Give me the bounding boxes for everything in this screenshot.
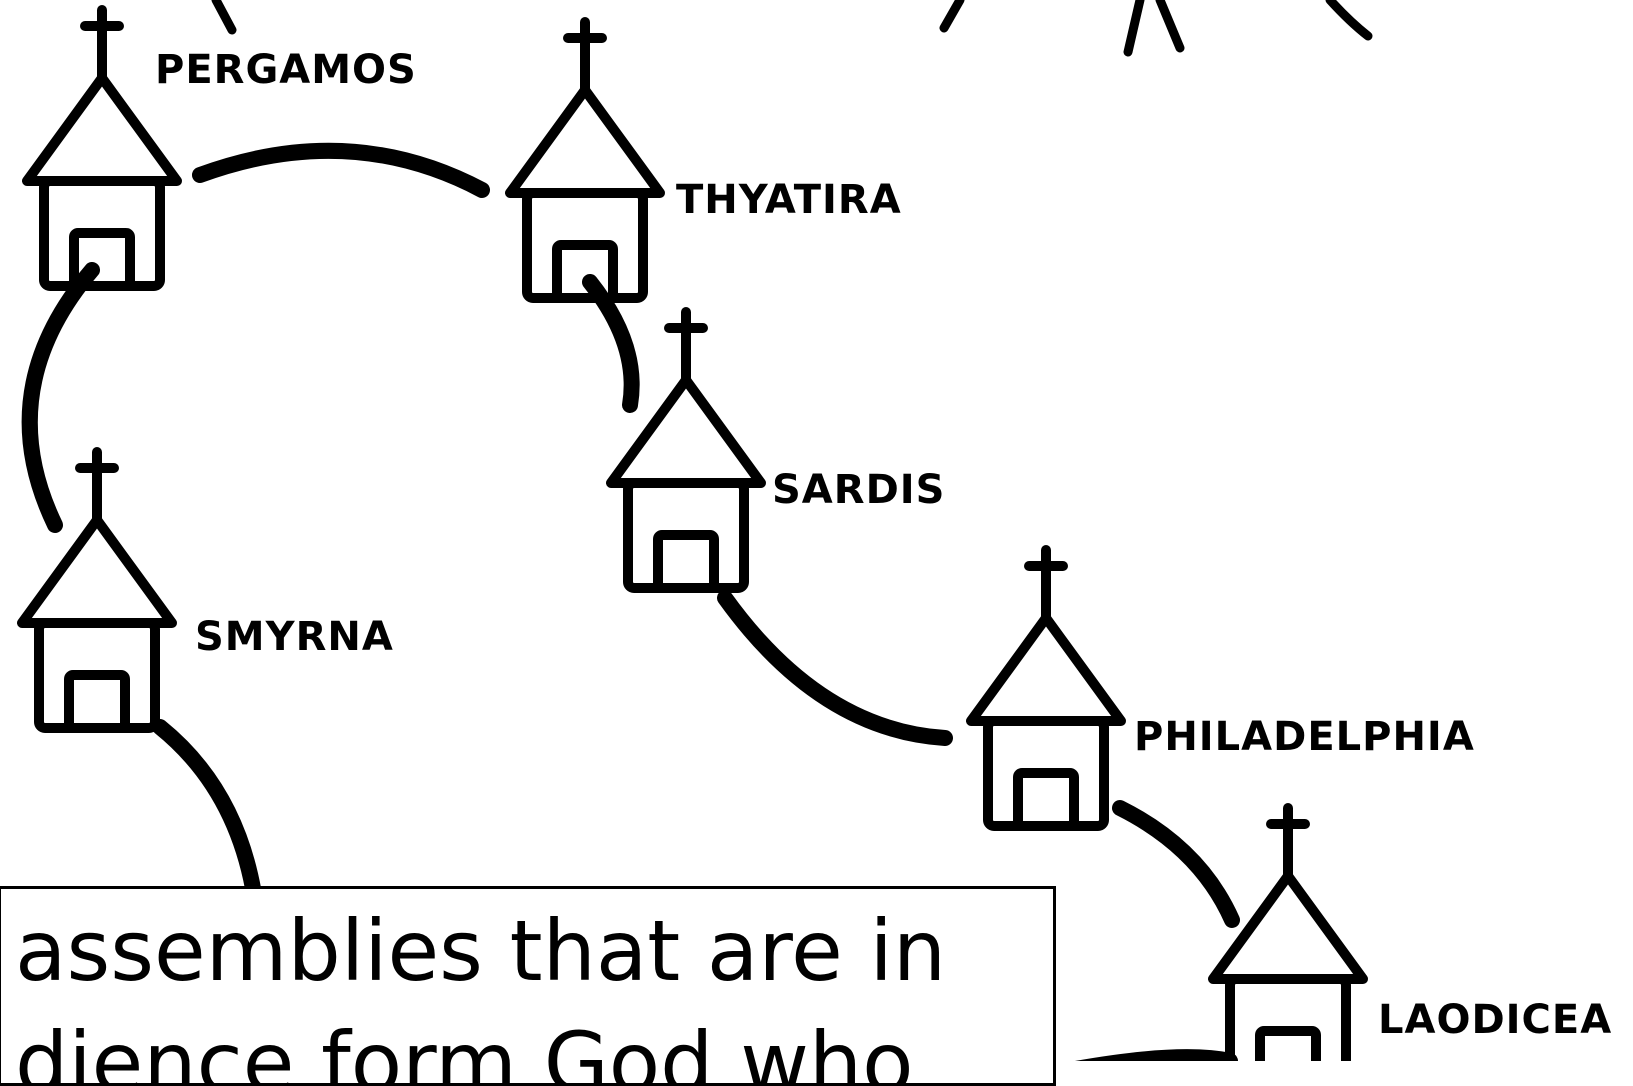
arc-laodicea-bottom xyxy=(1075,1049,1238,1061)
church-icon xyxy=(1213,808,1363,1061)
church-sardis: SARDIS xyxy=(611,312,945,588)
church-smyrna: SMYRNA xyxy=(22,452,394,728)
church-thyatira: THYATIRA xyxy=(510,22,902,298)
churches-diagram: PERGAMOS THYATIRA SARDIS SMYRNA PHILADEL… xyxy=(0,0,1612,1061)
church-label-pergamos: PERGAMOS xyxy=(155,47,417,93)
caption-box: assemblies that are in dience form God w… xyxy=(0,886,1056,1086)
church-label-philadelphia: PHILADELPHIA xyxy=(1134,714,1475,760)
church-label-sardis: SARDIS xyxy=(772,467,945,513)
arc-pergamos-smyrna xyxy=(21,262,100,533)
connection-arcs xyxy=(21,142,1240,1061)
church-label-laodicea: LAODICEA xyxy=(1378,997,1612,1043)
church-label-smyrna: SMYRNA xyxy=(195,614,394,660)
arc-smyrna-down xyxy=(152,719,263,908)
caption-text: assemblies that are in dience form God w… xyxy=(15,895,947,1086)
arc-pergamos-thyatira xyxy=(192,142,490,198)
church-laodicea: LAODICEA xyxy=(1213,808,1612,1061)
arc-sardis-philadelphia xyxy=(717,590,953,746)
church-label-thyatira: THYATIRA xyxy=(676,177,902,223)
church-icon xyxy=(971,550,1121,826)
church-pergamos: PERGAMOS xyxy=(27,10,417,286)
arc-philadelphia-laodicea xyxy=(1112,800,1240,928)
caption-line-1: assemblies that are in xyxy=(15,902,947,1000)
caption-line-2: dience form God who xyxy=(15,1014,914,1086)
church-icon xyxy=(510,22,660,298)
cropped-top-strokes xyxy=(211,0,1373,57)
church-philadelphia: PHILADELPHIA xyxy=(971,550,1475,826)
